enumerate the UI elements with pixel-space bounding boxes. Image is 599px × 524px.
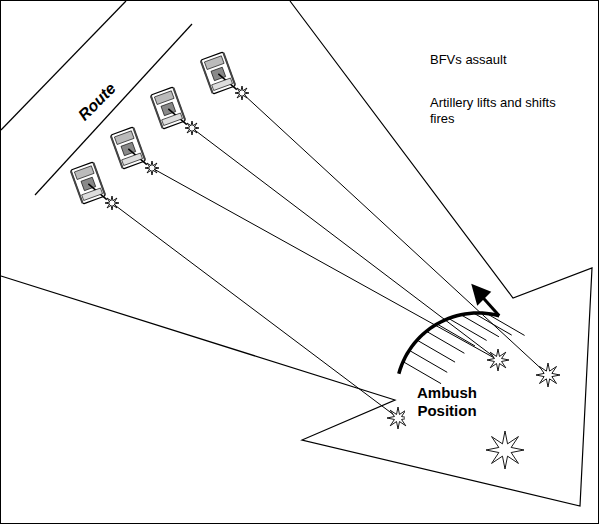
route-edge [35, 24, 192, 195]
bfv-icons [70, 52, 238, 208]
bfv-icon [150, 87, 188, 133]
fire-line [152, 168, 498, 360]
note-text: Artillery lifts and shifts fires [430, 95, 558, 126]
fire-lines [112, 93, 548, 418]
blast-star [145, 161, 159, 175]
blast-symbols [105, 86, 560, 469]
ambush-symbol [399, 284, 525, 384]
blast-star [185, 121, 199, 135]
fire-line [112, 203, 398, 418]
fire-line [242, 93, 548, 375]
attack-arrow [1, 1, 592, 506]
blast-star [536, 363, 560, 387]
bfv-icon [110, 127, 148, 173]
ambush-arc [399, 313, 499, 374]
route-edge [1, 1, 126, 130]
bfv-icon [200, 52, 238, 98]
bfv-icon [70, 162, 108, 208]
fire-line [192, 128, 498, 360]
blast-star [487, 349, 509, 371]
blast-star [486, 431, 524, 469]
blast-star [105, 196, 119, 210]
note-text: BFVs assault [430, 52, 580, 68]
spacer [0, 0, 592, 506]
objective-label: Ambush Position [405, 384, 489, 420]
blast-star [235, 86, 249, 100]
